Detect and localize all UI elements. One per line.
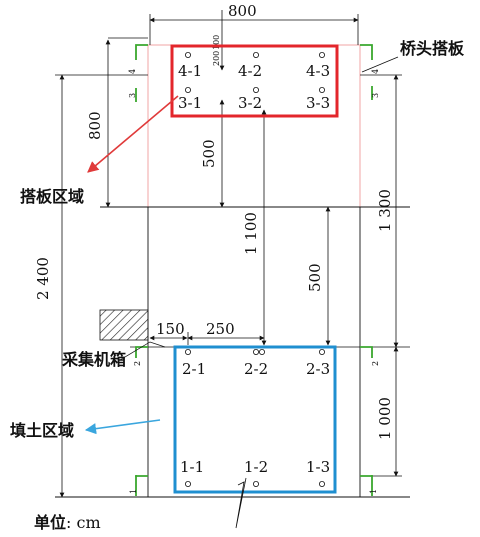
section-mark-texts: 4 3 4 3 2 2 1 1 bbox=[128, 69, 380, 494]
point-2-2-label: 2-2 bbox=[244, 360, 268, 378]
svg-text:4: 4 bbox=[371, 69, 380, 74]
point-3-1-label: 3-1 bbox=[178, 94, 202, 112]
point-4-3-marker bbox=[318, 52, 325, 59]
section2-left-marker bbox=[135, 346, 148, 358]
measure-point-circles bbox=[184, 52, 325, 487]
dim-right-1000: 1 000 bbox=[376, 397, 394, 440]
unit-prefix: 单位 bbox=[34, 513, 66, 532]
unit-suffix: : cm bbox=[66, 513, 101, 532]
svg-text:1: 1 bbox=[369, 489, 378, 494]
measure-point-labels: 4-1 4-2 4-3 3-1 3-2 3-3 2-1 2-2 2-3 1-1 … bbox=[178, 62, 330, 476]
fill-zone-arrow bbox=[84, 419, 161, 435]
point-3-3-label: 3-3 bbox=[306, 94, 330, 112]
svg-text:2: 2 bbox=[133, 361, 142, 366]
point-3-2-marker bbox=[252, 87, 259, 94]
section1-left-marker bbox=[135, 475, 148, 477]
dim-100: 100 bbox=[212, 35, 221, 50]
section4-left-marker bbox=[135, 44, 148, 60]
dim-1100: 1 100 bbox=[242, 212, 260, 255]
svg-text:1: 1 bbox=[129, 489, 138, 494]
slab-zone-label: 搭板区域 bbox=[20, 187, 84, 206]
dim-250: 250 bbox=[206, 320, 235, 338]
dim-left-total: 2 400 bbox=[34, 257, 52, 300]
point-1-3-marker bbox=[318, 480, 325, 487]
point-2-2-marker bbox=[252, 348, 259, 355]
point-1-1-marker bbox=[184, 480, 191, 487]
point-1-1-label: 1-1 bbox=[180, 458, 204, 476]
fill-zone-label: 填土区域 bbox=[10, 421, 74, 440]
point-4-2-marker bbox=[252, 52, 259, 59]
point-4-1-marker bbox=[184, 52, 191, 59]
slab-zone-arrow bbox=[87, 95, 179, 173]
collection-box-symbol bbox=[99, 309, 149, 341]
dimension-texts: 800 2 400 800 500 1 100 1 300 500 1 000 … bbox=[34, 2, 394, 440]
point-3-1-marker bbox=[184, 87, 191, 94]
point-2-3-label: 2-3 bbox=[306, 360, 330, 378]
point-2-1-marker bbox=[184, 348, 191, 355]
bridge-slab-leader bbox=[361, 56, 399, 73]
point-4-2-label: 4-2 bbox=[238, 62, 262, 80]
point-1-3-label: 1-3 bbox=[306, 458, 330, 476]
section1-right-marker bbox=[360, 475, 373, 477]
dim-right-1300: 1 300 bbox=[376, 189, 394, 232]
point-1-2-label: 1-2 bbox=[244, 458, 268, 476]
slab-monitor-box bbox=[170, 44, 339, 118]
section2-right-marker bbox=[360, 346, 373, 358]
unit-label: 单位: cm bbox=[34, 513, 101, 532]
dim-top-width: 800 bbox=[228, 2, 257, 20]
dim-mid-500-upper: 500 bbox=[200, 139, 218, 168]
point-1-2-marker bbox=[252, 480, 259, 487]
section-markers bbox=[135, 44, 373, 496]
dim-200: 200 bbox=[212, 51, 221, 66]
point-3-2-label: 3-2 bbox=[238, 94, 262, 112]
svg-text:2: 2 bbox=[371, 361, 380, 366]
dim-150: 150 bbox=[156, 320, 185, 338]
point-4-1-label: 4-1 bbox=[178, 62, 202, 80]
svg-text:3: 3 bbox=[128, 93, 137, 98]
svg-text:3: 3 bbox=[371, 93, 380, 98]
dim-left-approach: 800 bbox=[86, 111, 104, 140]
dimension-lines bbox=[55, 10, 402, 498]
break-symbol bbox=[235, 477, 247, 529]
section4-right-marker bbox=[360, 44, 373, 60]
collection-box-leader bbox=[119, 341, 166, 361]
point-2-3-marker bbox=[318, 348, 325, 355]
fill-monitor-box bbox=[173, 345, 337, 494]
svg-text:4: 4 bbox=[128, 69, 137, 74]
point-3-3-marker bbox=[318, 87, 325, 94]
bridge-slab-label: 桥头搭板 bbox=[400, 39, 465, 58]
dim-mid-500-lower: 500 bbox=[306, 263, 324, 292]
point-2-1-label: 2-1 bbox=[182, 360, 206, 378]
collection-box-label: 采集机箱 bbox=[61, 350, 126, 369]
point-4-3-label: 4-3 bbox=[306, 62, 330, 80]
